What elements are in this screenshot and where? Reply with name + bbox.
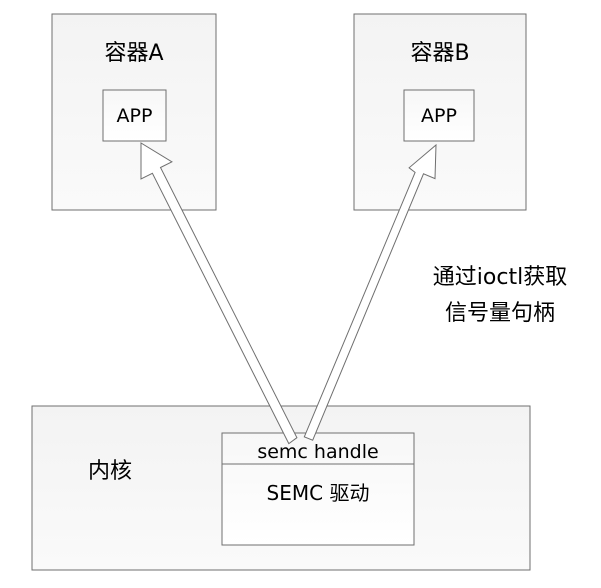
semc-driver-box [221, 432, 415, 546]
container-b-title: 容器B [410, 41, 469, 66]
arrows [140, 142, 437, 445]
app-b-box [403, 89, 475, 142]
arrow-to-app-a [140, 142, 298, 445]
container-a-title: 容器A [104, 41, 163, 66]
kernel-label: 内核 [88, 459, 132, 484]
app-a-box [102, 89, 167, 142]
container-b: 容器B APP [353, 13, 527, 211]
annotation: 通过ioctl获取 信号量句柄 [433, 265, 567, 326]
app-a-label: APP [117, 105, 153, 127]
semc-handle-label: semc handle [257, 441, 378, 463]
arrow-to-app-b [303, 143, 437, 441]
app-b-label: APP [421, 105, 457, 127]
kernel-area: 内核 semc handle SEMC 驱动 [31, 405, 531, 571]
container-a: 容器A APP [51, 13, 217, 211]
annotation-line-1: 通过ioctl获取 [433, 265, 567, 290]
annotation-line-2: 信号量句柄 [445, 301, 555, 326]
semc-driver-label: SEMC 驱动 [267, 481, 370, 505]
